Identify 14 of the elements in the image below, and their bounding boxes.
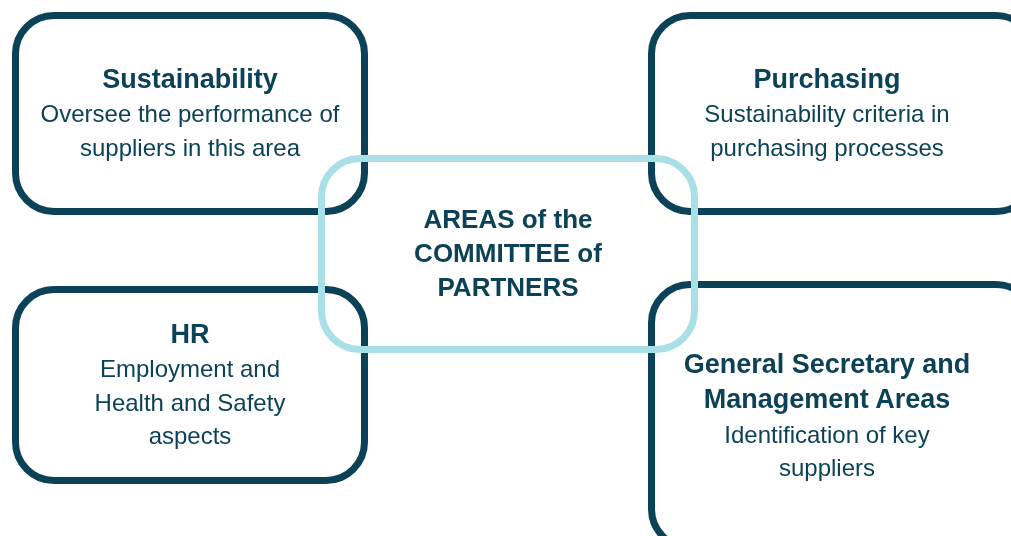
area-heading: AREAS of the COMMITTEE of PARTNERS	[413, 203, 603, 304]
area-box	[12, 286, 368, 484]
area-heading: General Secretary and Management Areas	[682, 348, 972, 417]
area-heading: Sustainability	[102, 63, 278, 97]
area-box	[648, 281, 1011, 536]
area-description: Sustainability criteria in purchasing processes	[703, 99, 951, 164]
center-box	[318, 155, 698, 353]
area-heading: Purchasing	[753, 63, 901, 97]
area-box	[12, 12, 368, 215]
area-heading: HR	[170, 318, 210, 352]
area-description: Identification of key suppliers	[723, 419, 931, 484]
area-description: Employment and Health and Safety aspects	[93, 354, 287, 452]
area-box	[648, 12, 1011, 215]
area-description: Oversee the performance of suppliers in this area	[39, 99, 341, 164]
